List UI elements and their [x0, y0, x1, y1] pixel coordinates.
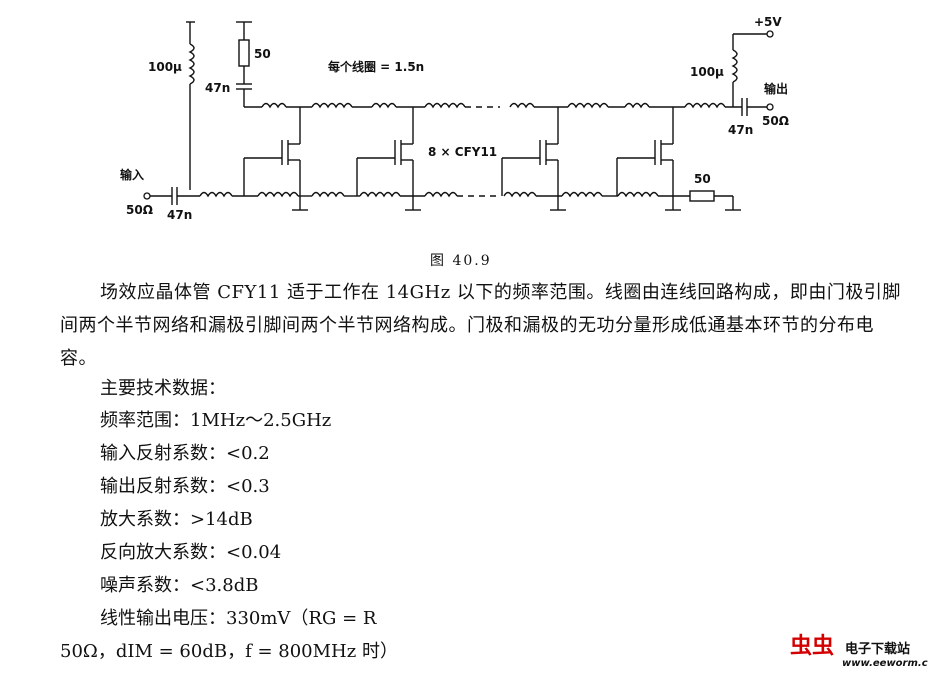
spec-continuation: 50Ω，dIM = 60dB，f = 800MHz 时）: [60, 641, 398, 662]
label-c-in: 47n: [167, 208, 192, 222]
watermark-mark: 虫虫: [790, 634, 835, 659]
watermark-text: 电子下载站: [845, 642, 911, 657]
description-paragraph: 场效应晶体管 CFY11 适于工作在 14GHz 以下的频率范围。线圈由连线回路…: [60, 282, 901, 369]
circuit-diagram: +5V 50 100μ 47n 每个线圈 = 1.5n 100μ 输出 47n …: [120, 15, 789, 222]
figure-caption: 图 40.9: [430, 253, 492, 269]
watermark-url: www.eeworm.com: [842, 658, 928, 669]
spec-item: 频率范围：1MHz～2.5GHz: [100, 410, 332, 431]
label-r-term: 50: [694, 172, 711, 186]
label-c-out: 47n: [728, 123, 753, 137]
label-r-left-top: 50: [254, 47, 271, 61]
spec-item: 输入反射系数：<0.2: [100, 443, 270, 464]
spec-item: 输出反射系数：<0.3: [100, 476, 270, 497]
label-input: 输入: [120, 167, 144, 182]
label-output: 输出: [764, 81, 788, 96]
label-vplus: +5V: [754, 15, 782, 29]
label-coil-note: 每个线圈 = 1.5n: [328, 59, 424, 74]
spec-item: 噪声系数：<3.8dB: [100, 575, 259, 596]
spec-item: 反向放大系数：<0.04: [100, 542, 282, 563]
label-in-imp: 50Ω: [126, 203, 153, 217]
label-l-right: 100μ: [690, 65, 724, 79]
specs-heading: 主要技术数据：: [100, 378, 226, 399]
label-c-left-top: 47n: [205, 81, 230, 95]
label-l-left: 100μ: [148, 60, 182, 74]
label-out-imp: 50Ω: [762, 114, 789, 128]
label-fet-note: 8 × CFY11: [428, 145, 497, 159]
spec-item: 线性输出电压：330mV（RG = R: [100, 608, 377, 629]
spec-item: 放大系数：>14dB: [100, 509, 253, 530]
